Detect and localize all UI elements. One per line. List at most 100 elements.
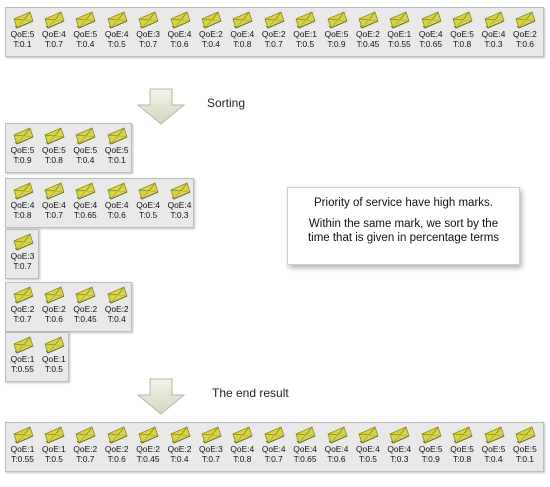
- envelope-icon: [389, 426, 410, 444]
- time-label: T:0.8: [453, 39, 472, 49]
- qoe-label: QoE:5: [73, 145, 98, 155]
- qoe-label: QoE:2: [73, 304, 98, 314]
- time-label: T:0.5: [139, 210, 158, 220]
- time-label: T:0.55: [11, 454, 34, 464]
- qoe-label: QoE:2: [136, 444, 160, 454]
- time-label: T:0.55: [11, 364, 34, 374]
- time-label: T:0.6: [44, 314, 63, 324]
- envelope-icon: [170, 11, 190, 29]
- envelope-icon: [201, 426, 222, 444]
- qoe-label: QoE:1: [387, 29, 412, 39]
- qoe-label: QoE:5: [481, 444, 506, 454]
- qoe-label: QoE:2: [261, 29, 286, 39]
- time-label: T:0.5: [44, 454, 63, 464]
- time-label: T:0.45: [73, 314, 97, 324]
- qoe-label: QoE:4: [73, 200, 98, 210]
- time-label: T:0.4: [76, 155, 95, 165]
- qoe-label: QoE:4: [104, 29, 129, 39]
- time-label: T:0.6: [327, 454, 346, 464]
- envelope-icon: [138, 426, 159, 444]
- envelope-icon: [44, 11, 65, 29]
- qoe-label: QoE:2: [513, 29, 537, 39]
- time-label: T:0.1: [107, 155, 126, 165]
- envelope-icon: [138, 11, 159, 29]
- qoe-label: QoE:4: [167, 29, 192, 39]
- envelope-icon: [44, 182, 65, 200]
- qoe-label: QoE:2: [199, 29, 223, 39]
- qoe-label: QoE:4: [324, 444, 349, 454]
- envelope-icon: [515, 11, 536, 29]
- time-label: T:0.65: [419, 39, 443, 49]
- qoe-label: QoE:5: [450, 444, 474, 454]
- time-label: T:0.6: [170, 39, 189, 49]
- envelope-icon: [44, 127, 65, 145]
- qoe-label: QoE:4: [261, 444, 286, 454]
- note-line-1: Priority of service have high marks.: [314, 197, 493, 209]
- envelope-icon: [295, 11, 316, 29]
- envelope-icon: [44, 286, 65, 304]
- envelope-icon: [107, 11, 128, 29]
- qoe-label: QoE:5: [513, 444, 537, 454]
- qoe-label: QoE:5: [10, 145, 35, 155]
- qoe-label: QoE:4: [167, 200, 192, 210]
- qoe-label: QoE:2: [104, 444, 129, 454]
- envelope-icon: [107, 182, 128, 200]
- time-label: T:0.4: [107, 314, 126, 324]
- time-label: T:0.4: [484, 454, 503, 464]
- time-label: T:0.45: [136, 454, 160, 464]
- qoe-label: QoE:1: [10, 444, 35, 454]
- end-result-label: The end result: [212, 386, 289, 400]
- envelope-icon: [13, 426, 33, 444]
- envelope-icon: [170, 426, 190, 444]
- time-label: T:0.1: [515, 454, 534, 464]
- time-label: T:0.4: [76, 39, 95, 49]
- sorting-label: Sorting: [207, 96, 246, 110]
- qoe-label: QoE:1: [42, 444, 66, 454]
- time-label: T:0.6: [107, 210, 126, 220]
- note-line-2: Within the same mark, we sort by the tim…: [307, 218, 500, 244]
- envelope-icon: [13, 286, 33, 304]
- envelope-icon: [232, 426, 253, 444]
- time-label: T:0.6: [515, 39, 534, 49]
- time-label: T:0.6: [107, 454, 126, 464]
- envelope-icon: [107, 286, 128, 304]
- time-label: T:0.7: [139, 39, 158, 49]
- qoe-label: QoE:4: [356, 444, 380, 454]
- envelope-icon: [75, 182, 96, 200]
- time-label: T:0.8: [453, 454, 472, 464]
- envelope-icon: [421, 11, 442, 29]
- envelope-icon: [44, 426, 65, 444]
- envelope-icon: [75, 127, 96, 145]
- qoe-label: QoE:4: [42, 200, 66, 210]
- qoe-label: QoE:1: [10, 354, 35, 364]
- envelope-icon: [44, 336, 65, 354]
- qoe-label: QoE:5: [10, 29, 35, 39]
- time-label: T:0.7: [264, 39, 283, 49]
